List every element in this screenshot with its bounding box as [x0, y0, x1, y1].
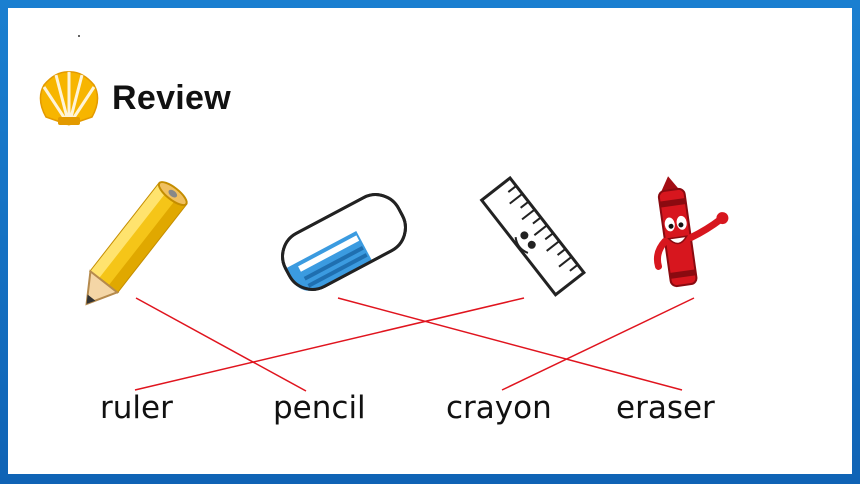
decorative-dot: [78, 35, 80, 37]
matching-lines: [134, 297, 695, 392]
slide: Review: [8, 8, 852, 474]
line-eraser-to-word: [337, 297, 683, 391]
shell-icon: [39, 71, 99, 126]
eraser-icon: [281, 193, 407, 291]
pencil-icon: [85, 181, 188, 306]
word-pencil: pencil: [273, 390, 366, 426]
line-crayon-to-word: [501, 297, 695, 391]
crayon-icon: [653, 176, 729, 288]
ruler-icon: [479, 175, 587, 297]
line-pencil-to-word: [135, 297, 307, 392]
page-title: Review: [112, 78, 231, 117]
word-crayon: crayon: [446, 390, 552, 426]
line-ruler-to-word: [134, 297, 525, 391]
header: Review: [36, 68, 231, 128]
word-ruler: ruler: [100, 390, 173, 426]
word-eraser: eraser: [616, 390, 715, 426]
